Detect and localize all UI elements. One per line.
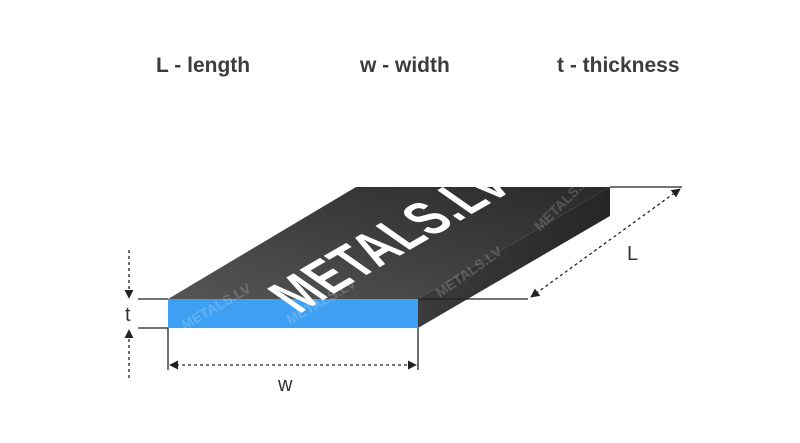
plate-top-face: [168, 187, 610, 299]
width-label: w: [277, 374, 293, 396]
legend-width: w - width: [360, 54, 450, 77]
legend-thickness: t - thickness: [557, 54, 680, 77]
legend-length: L - length: [156, 54, 251, 77]
length-arrow: [530, 188, 681, 298]
length-label: L: [627, 243, 638, 265]
thickness-label: t: [125, 304, 131, 326]
plate-front-face: [168, 299, 418, 328]
